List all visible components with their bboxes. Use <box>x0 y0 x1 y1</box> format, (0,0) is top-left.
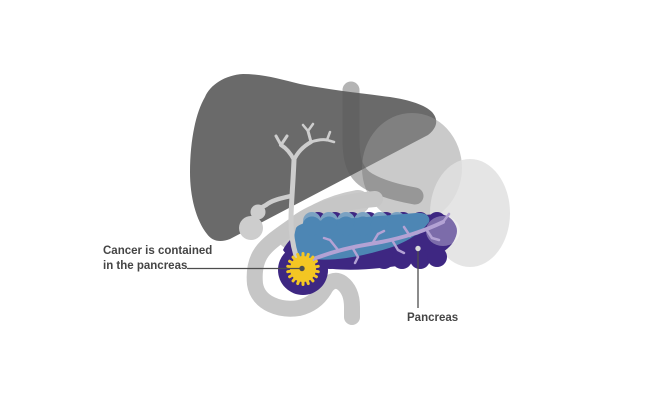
esophagus <box>342 81 424 205</box>
gallbladder <box>239 204 266 240</box>
tumor-leader-dot <box>299 265 305 272</box>
pancreas-leader-dot <box>415 245 421 252</box>
tumor-label-line2: in the pancreas <box>103 260 188 272</box>
bile-ducts <box>255 122 336 269</box>
leader-lines <box>187 245 421 308</box>
duodenum <box>246 191 383 325</box>
tumor-label-line1: Cancer is contained <box>103 245 213 257</box>
pancreatic-duct <box>304 212 451 265</box>
tumor-label: Cancer is contained in the pancreas <box>103 244 212 274</box>
liver <box>190 74 437 242</box>
pancreas-label: Pancreas <box>407 312 459 324</box>
